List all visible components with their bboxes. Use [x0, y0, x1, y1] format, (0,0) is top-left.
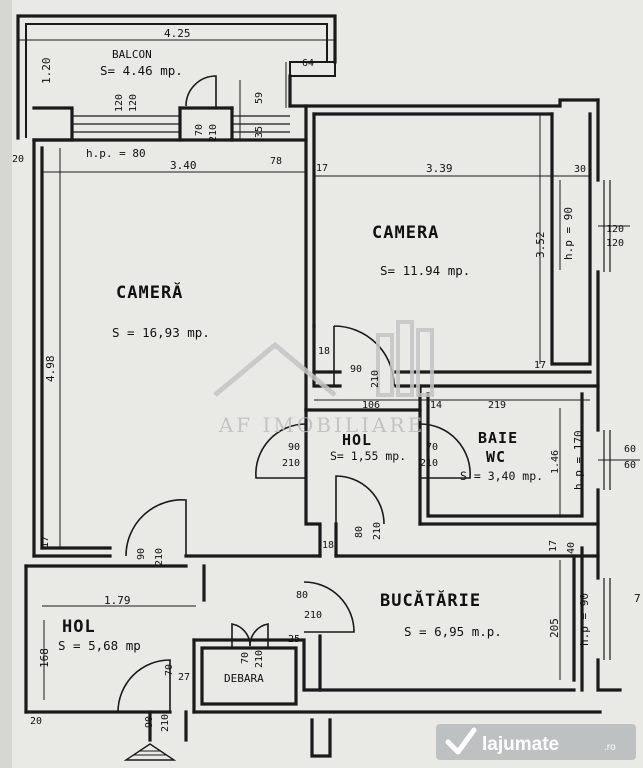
dim-door-entry-h: 210	[160, 714, 171, 732]
camera-small-name: CAMERA	[372, 223, 439, 243]
win-60a: 60	[624, 444, 636, 455]
room-labels: BALCON S= 4.46 mp. CAMERĂ S = 16,93 mp. …	[58, 48, 543, 685]
dim-17d: 17	[548, 540, 559, 552]
bucatarie-name: BUCĂTĂRIE	[380, 589, 481, 611]
dim-17b: 17	[534, 360, 546, 371]
baie-name-wc: WC	[486, 448, 506, 466]
balcon-name: BALCON	[112, 48, 152, 61]
dim-120b: 120	[128, 94, 139, 112]
baie-area: S = 3,40 mp.	[460, 469, 543, 483]
win-60b: 60	[624, 460, 636, 471]
dim-door-balcon-w: 70	[194, 124, 205, 136]
dim-30: 30	[574, 164, 586, 175]
dim-340: 3.40	[170, 159, 197, 172]
dim-352: 3.52	[534, 232, 547, 259]
dim-17c: 17	[40, 536, 51, 548]
win-120b: 120	[606, 238, 624, 249]
dim-64: 64	[302, 58, 314, 69]
dim-door-buc-w: 80	[354, 526, 365, 538]
dim-balcon-depth: 1.20	[40, 58, 53, 85]
heart-check-icon	[445, 727, 477, 755]
dim-door-buc-h: 210	[372, 522, 383, 540]
dim-20a: 20	[12, 154, 24, 165]
dim-door-camL-w: 90	[136, 548, 147, 560]
camera-large-area: S = 16,93 mp.	[112, 325, 210, 340]
dim-door-deb-h: 210	[254, 650, 265, 668]
win-120a: 120	[606, 224, 624, 235]
dim-hp80: h.p. = 80	[86, 147, 146, 160]
camera-large-name: CAMERĂ	[116, 281, 183, 303]
dim-door-hol-l-h: 210	[282, 458, 300, 469]
right-windows	[598, 180, 640, 660]
dim-59: 59	[254, 92, 265, 104]
dim-door-cam-h: 210	[370, 370, 381, 388]
dim-door-deb-w: 70	[240, 652, 251, 664]
hol-center-name: HOL	[342, 431, 372, 449]
site-logo: lajumate .ro	[436, 724, 636, 760]
dim-door-hol-r-h: 210	[420, 458, 438, 469]
logo-text: lajumate	[482, 734, 559, 755]
bucatarie-area: S = 6,95 m.p.	[404, 624, 502, 639]
hol-center-area: S= 1,55 mp.	[330, 449, 406, 463]
dim-70: 70	[164, 664, 175, 676]
dim-106: 106	[362, 400, 380, 411]
dim-14: 14	[430, 400, 442, 411]
dim-door-cam-w: 90	[350, 364, 362, 375]
dim-balcon-width: 4.25	[164, 27, 191, 40]
dim-120a: 120	[114, 94, 125, 112]
dim-40: 40	[566, 542, 577, 554]
dim-18a: 18	[318, 346, 330, 357]
watermark-text: AF IMOBILIARE	[218, 413, 425, 437]
dim-179: 1.79	[104, 594, 131, 607]
camera-small-area: S= 11.94 mp.	[380, 263, 470, 278]
dim-door-hol-r-w: 70	[426, 442, 438, 453]
dimension-labels: 4.25 1.20 64 59 35 120 120 70 210 h.p. =…	[12, 27, 641, 732]
dim-17a: 17	[316, 163, 328, 174]
dim-20b: 20	[30, 716, 42, 727]
hol-entry-area: S = 5,68 mp	[58, 638, 141, 653]
dim-hp90a: h.p = 90	[562, 207, 575, 260]
hol-entry-name: HOL	[62, 617, 96, 637]
dim-door-camL-h: 210	[154, 548, 165, 566]
dim-18b: 18	[322, 540, 334, 551]
dim-35: 35	[254, 126, 265, 138]
dim-door-entry-w: 90	[144, 716, 155, 728]
dim-205: 205	[548, 618, 561, 638]
dim-hp90b: h.p = 90	[578, 593, 591, 646]
dim-door-hol-l-w: 90	[288, 442, 300, 453]
dim-219: 219	[488, 400, 506, 411]
dim-146: 1.46	[550, 450, 561, 474]
entrance-arrow-icon	[123, 743, 177, 761]
debara-name: DEBARA	[224, 672, 264, 685]
logo-suffix: .ro	[604, 742, 616, 753]
paper-left-edge	[0, 0, 12, 768]
watermark: AF IMOBILIARE	[213, 320, 434, 437]
dim-door-hol2-w: 80	[296, 590, 308, 601]
dim-door-hol2-h: 210	[304, 610, 322, 621]
balcon-area: S= 4.46 mp.	[100, 63, 183, 78]
doors	[117, 75, 471, 713]
balcony-window-strip	[72, 115, 290, 133]
dim-door-balcon-h: 210	[208, 124, 219, 142]
dim-hp170: h.p = 170	[572, 430, 585, 490]
walls	[24, 98, 622, 758]
balcony	[16, 14, 337, 140]
dim-7: 7	[634, 592, 641, 605]
dimension-lines	[18, 39, 590, 700]
dim-27: 27	[178, 672, 190, 683]
dim-25: 25	[288, 634, 300, 645]
baie-name: BAIE	[478, 429, 518, 447]
dim-78: 78	[270, 156, 282, 167]
dim-168: 168	[38, 648, 51, 668]
dim-498: 4.98	[44, 356, 57, 383]
dim-339: 3.39	[426, 162, 453, 175]
